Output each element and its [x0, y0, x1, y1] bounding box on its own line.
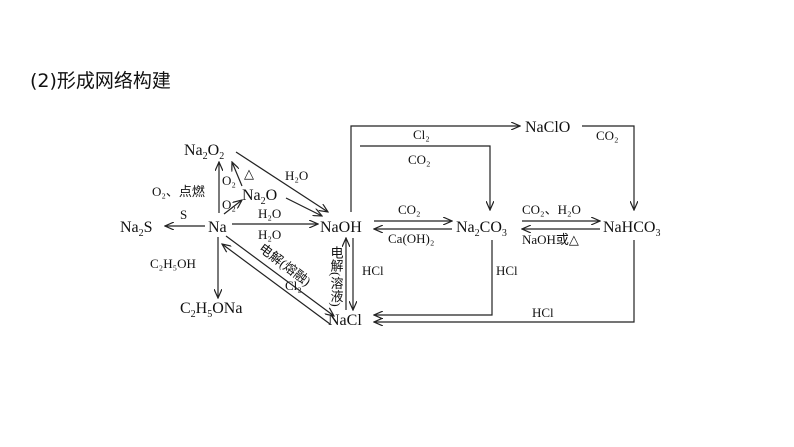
- node-naoh: NaOH: [320, 219, 362, 236]
- label-cl2-1: Cl₂: [285, 278, 302, 293]
- arrow-naclo-to-nahco3: [582, 125, 634, 210]
- label-h2o-1: H₂O: [285, 168, 308, 183]
- label-co2-3: CO₂: [596, 128, 619, 143]
- node-naclo: NaClO: [525, 119, 570, 136]
- arrow-nahco3-to-nacl: [374, 240, 635, 322]
- arrow-naoh-to-naclo: [350, 126, 520, 212]
- label-h2o-3: H₂O: [258, 227, 281, 242]
- arrow-na2o2-to-naoh: [235, 151, 328, 212]
- arrow-na-to-na2o: [223, 200, 242, 215]
- arrow-nacl-to-na: [222, 244, 331, 325]
- label-co2-h2o: CO₂、H₂O: [522, 202, 581, 217]
- label-hcl-3: HCl: [532, 305, 554, 320]
- label-co2-2: CO₂: [408, 152, 431, 167]
- label-co2-1: CO₂: [398, 202, 421, 217]
- label-hcl-2: HCl: [496, 263, 518, 278]
- node-nacl: NaCl: [328, 312, 362, 329]
- label-cl2-2: Cl₂: [413, 127, 430, 142]
- node-nahco3: NaHCO3: [603, 219, 660, 239]
- label-caoh2: Ca(OH)₂: [388, 231, 434, 246]
- label-s: S: [180, 207, 187, 222]
- label-naoh-or-delta: NaOH或△: [522, 232, 579, 247]
- arrow-na2o-to-na2o2: [232, 162, 243, 187]
- arrow-co2-to-na2co3: [360, 145, 490, 210]
- label-o2-b: O₂: [222, 197, 236, 212]
- node-na2s: Na2S: [120, 219, 153, 239]
- node-na: Na: [208, 219, 227, 236]
- arrow-na2co3-to-nacl: [374, 240, 493, 315]
- node-na2co3: Na2CO3: [456, 219, 507, 239]
- label-o2-ignite: O₂、点燃: [152, 184, 205, 199]
- label-delta: △: [244, 166, 254, 181]
- label-o2-a: O₂: [222, 173, 236, 188]
- label-hcl-1: HCl: [362, 263, 384, 278]
- node-na2o: Na2O: [242, 187, 277, 207]
- section-heading: (2)形成网络构建: [30, 70, 171, 92]
- node-c2h5ona: C2H5ONa: [180, 300, 242, 320]
- arrow-na2o-to-naoh: [285, 197, 322, 216]
- arrow-na-to-nacl: [225, 235, 334, 316]
- label-c2h5oh: C₂H₅OH: [150, 256, 196, 271]
- label-h2o-2: H₂O: [258, 206, 281, 221]
- node-na2o2: Na2O2: [184, 142, 224, 162]
- label-electrolysis-solution: 电解(溶液): [329, 246, 344, 307]
